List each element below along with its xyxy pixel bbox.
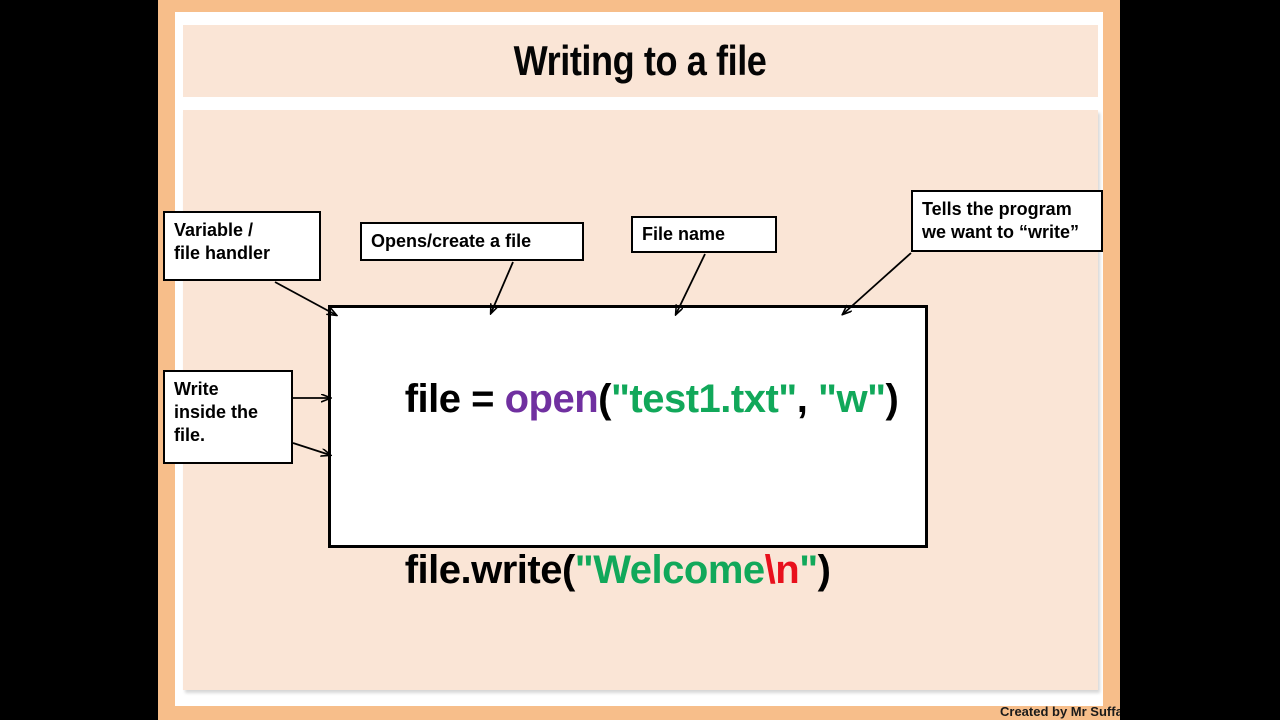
code-line-write-welcome: file.write("Welcome\n") [341, 485, 925, 656]
code-block: file = open("test1.txt", "w") file.write… [328, 305, 928, 720]
callout-write-mode: Tells the program we want to “write” [911, 190, 1103, 252]
slide-title-placeholder: Writing to a file [183, 25, 1098, 97]
code-token-string-quote: " [799, 548, 818, 592]
callout-opens-create-file: Opens/create a file [360, 222, 584, 261]
code-token: file = [404, 377, 505, 421]
code-line-open: file = open("test1.txt", "w") [341, 314, 925, 485]
letterbox-left [0, 0, 158, 720]
letterbox-right [1120, 0, 1280, 720]
code-token-string-filename: "test1.txt" [610, 377, 797, 421]
callout-write-inside-file: Write inside the file. [163, 370, 293, 464]
code-token: , [796, 377, 818, 421]
code-token: ) [817, 548, 831, 592]
code-token-string-welcome: "Welcome [574, 548, 765, 592]
code-token: file.write( [404, 548, 576, 592]
code-line-write-friend: file.write("My Friend") [341, 656, 925, 720]
code-token: ) [885, 377, 899, 421]
code-token-keyword-open: open [504, 377, 599, 421]
code-token-string-mode: "w" [818, 377, 886, 421]
code-token-escape-newline: \n [764, 548, 800, 592]
page-title: Writing to a file [514, 37, 767, 84]
footer-credit: Created by Mr Suffar [1000, 704, 1120, 719]
callout-variable-file-handler: Variable / file handler [163, 211, 321, 281]
code-token: ( [598, 377, 611, 421]
callout-file-name: File name [631, 216, 777, 253]
